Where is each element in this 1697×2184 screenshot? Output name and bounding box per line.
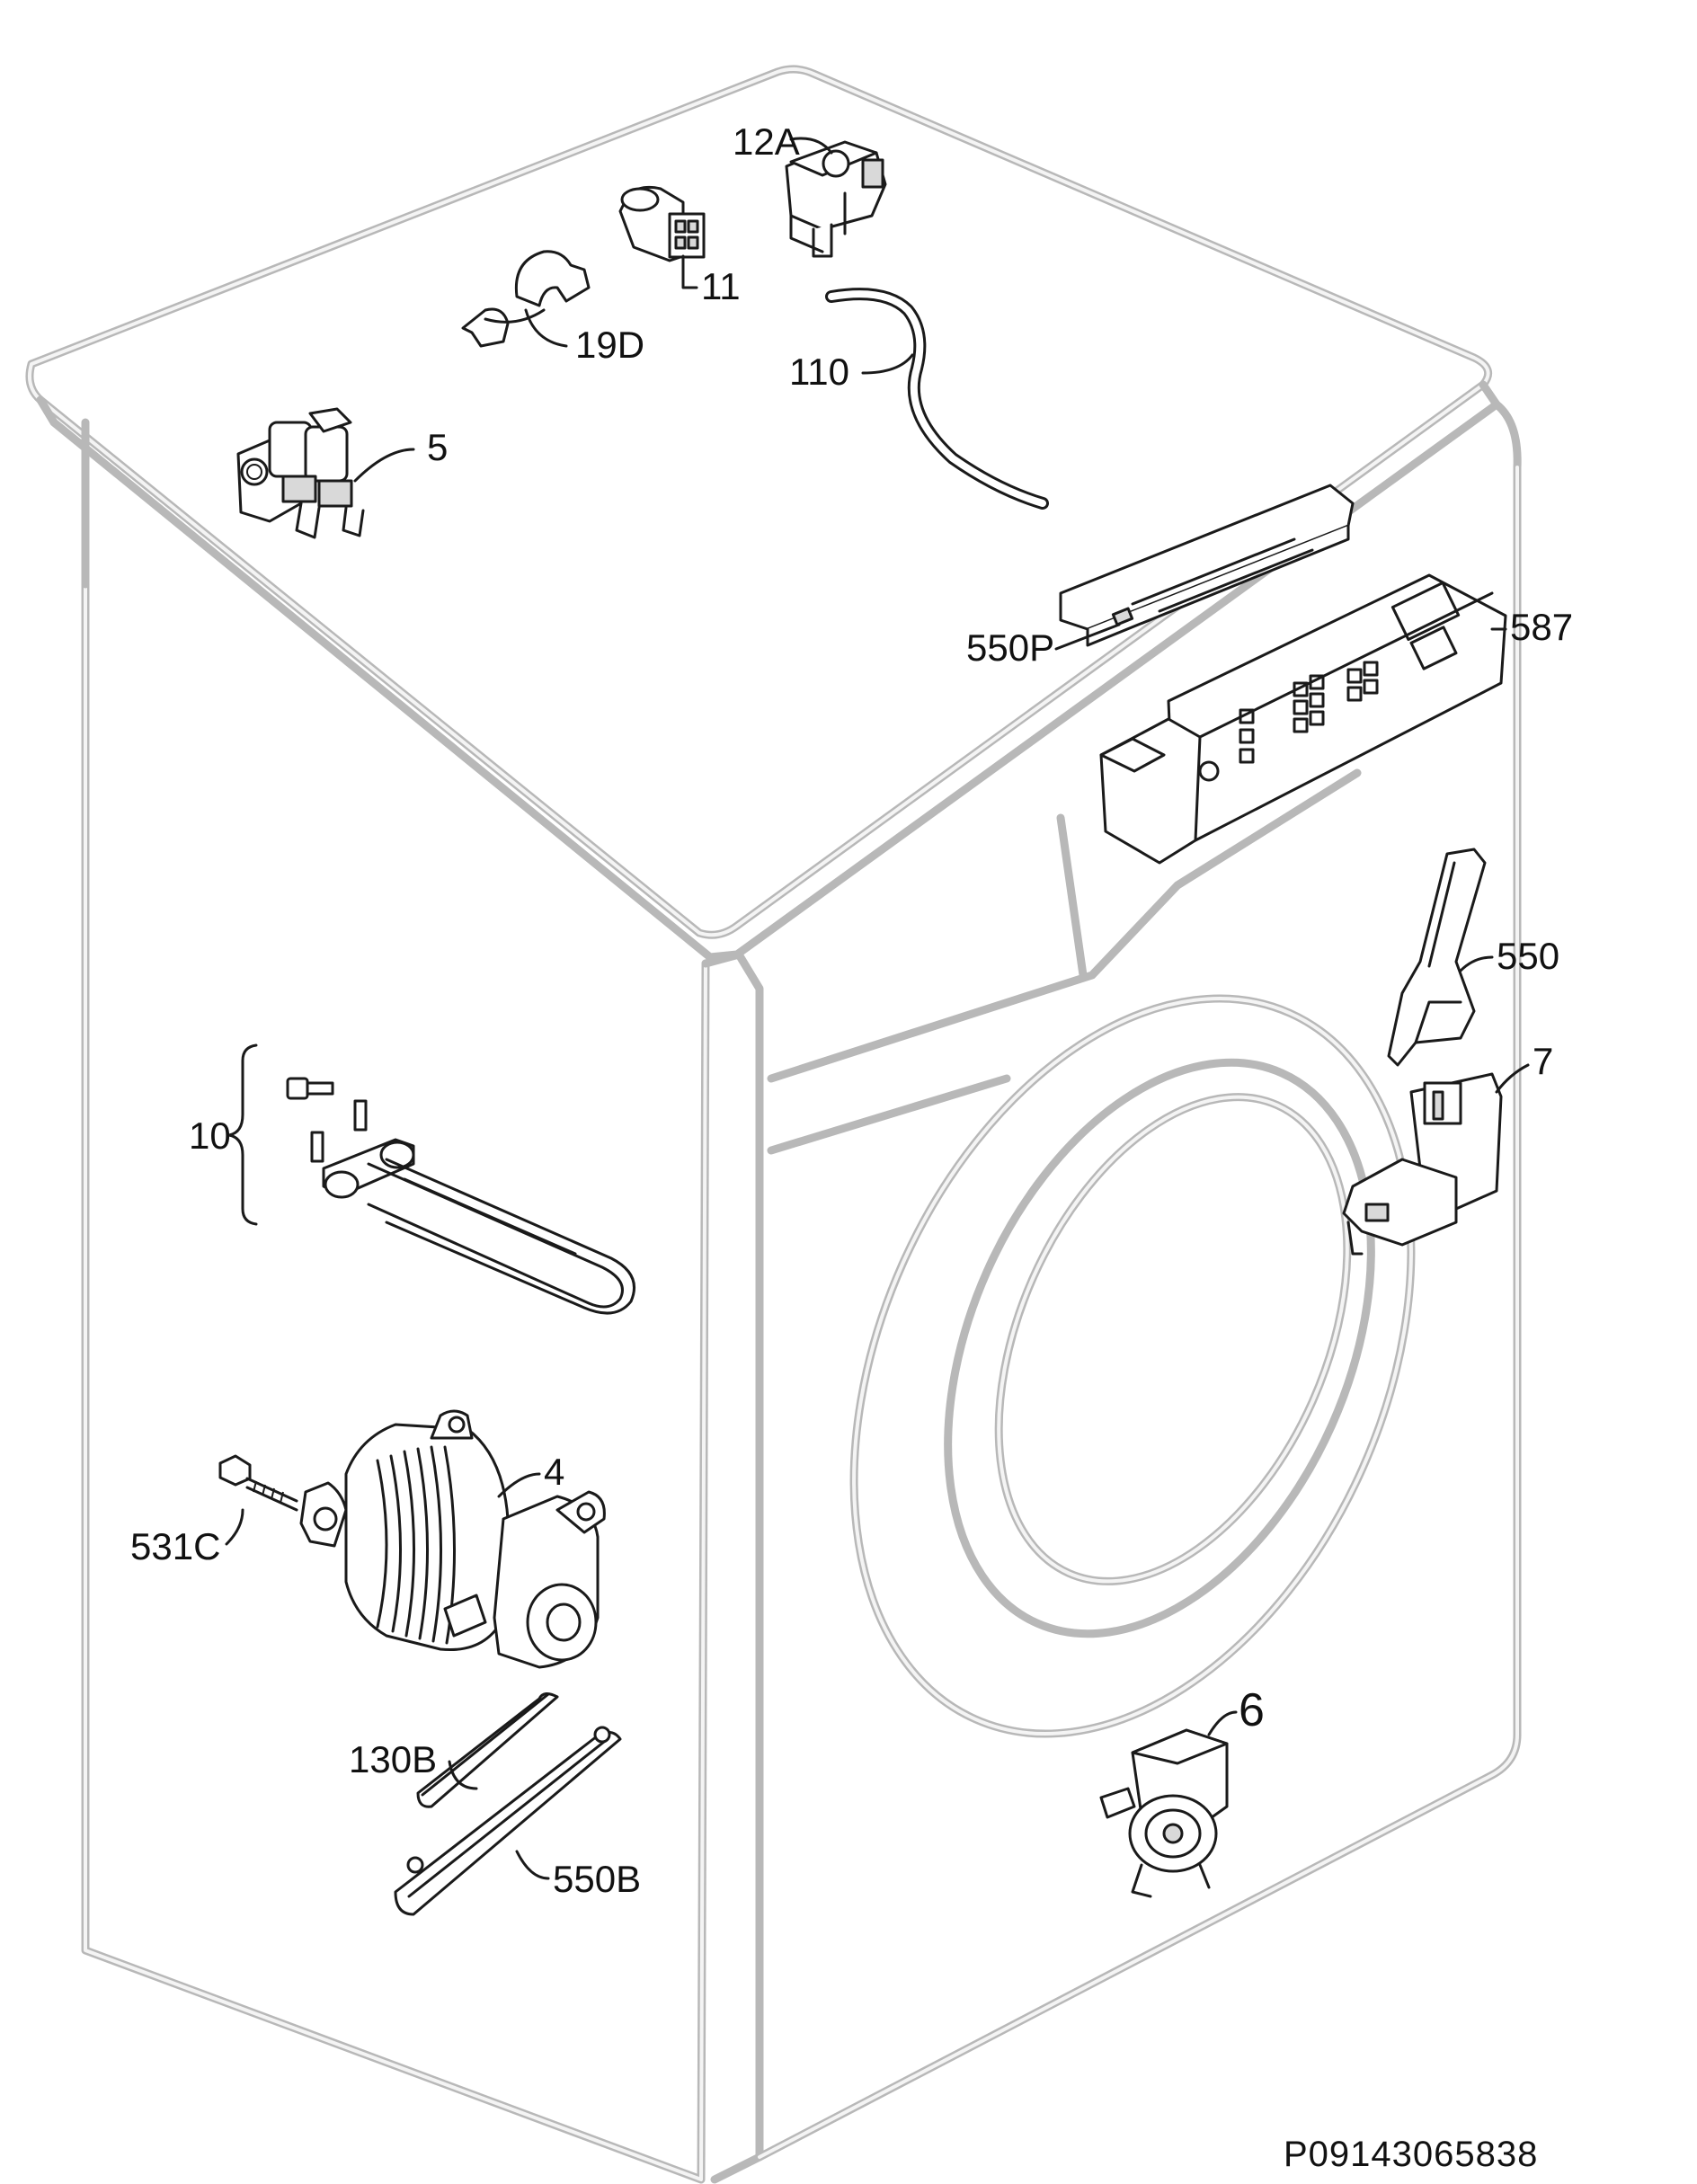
part-550-door-handle	[1387, 848, 1487, 1067]
part-550b-bracket	[394, 1726, 622, 1916]
part-19d-clip	[461, 250, 591, 348]
part-5-inlet-valve	[236, 407, 365, 539]
document-id: P09143065838	[1284, 2135, 1538, 2174]
part-550p-panel-frame	[1059, 484, 1355, 647]
label-110: 110	[789, 351, 849, 393]
label-12a: 12A	[733, 120, 800, 163]
part-4-motor	[299, 1409, 606, 1669]
label-19d: 19D	[575, 324, 644, 366]
part-12a-pressure-switch	[785, 140, 887, 258]
element-terminals	[310, 1099, 368, 1163]
label-531c: 531C	[130, 1525, 220, 1567]
leader-lines	[225, 137, 1530, 1880]
part-6-drain-pump	[1099, 1728, 1229, 1898]
label-4: 4	[544, 1451, 564, 1493]
washing-machine-cabinet	[25, 65, 1522, 2184]
board-buttons	[1239, 661, 1379, 764]
part-130b-strip	[416, 1692, 559, 1808]
label-550: 550	[1497, 935, 1559, 977]
label-5: 5	[427, 426, 448, 468]
label-130b: 130B	[349, 1738, 437, 1780]
element-bolt	[286, 1077, 334, 1100]
part-531c-screw	[218, 1454, 298, 1512]
part-10-heating-element	[227, 1043, 635, 1315]
label-550b: 550B	[553, 1858, 641, 1900]
label-10: 10	[189, 1114, 231, 1157]
part-110-hose	[825, 288, 1049, 510]
part-587-control-board	[1099, 573, 1507, 865]
label-587: 587	[1510, 606, 1573, 648]
label-6: 6	[1239, 1684, 1265, 1736]
label-7: 7	[1533, 1040, 1553, 1082]
part-7-door-lock	[1342, 1072, 1503, 1256]
label-550p: 550P	[966, 626, 1054, 669]
label-11: 11	[701, 265, 741, 307]
part-11-capacitor	[618, 185, 706, 262]
callout-labels: 12A 11 19D 110 5 550P 587 550 7 10 4 531…	[130, 120, 1573, 1900]
